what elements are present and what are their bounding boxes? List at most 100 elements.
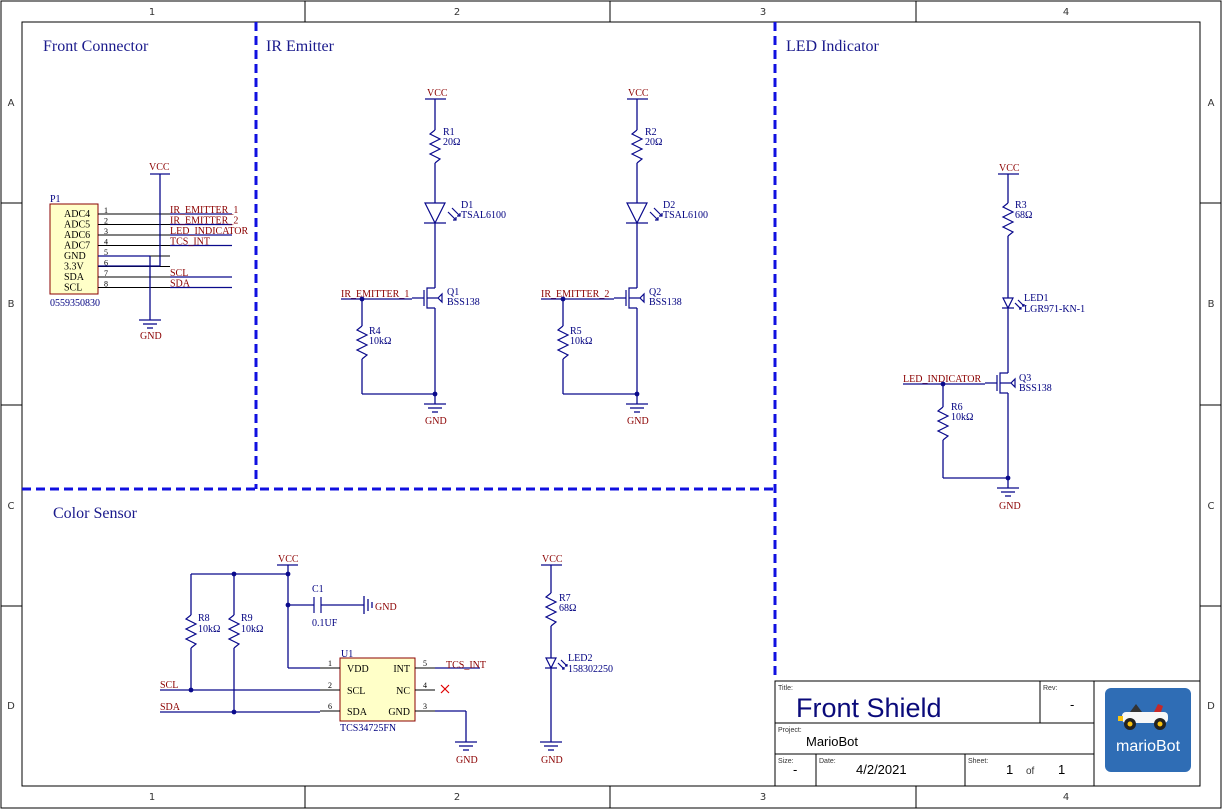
led-net-label: LED_INDICATOR — [903, 374, 981, 385]
r5-value: 10kΩ — [570, 336, 592, 347]
mariobot-logo: marioBot — [1105, 688, 1191, 772]
project-value: MarioBot — [806, 734, 858, 749]
led2-vcc-label: VCC — [542, 554, 563, 565]
u1-part: TCS34725FN — [340, 723, 396, 734]
zone-row-c: C — [8, 501, 15, 512]
p1-pin-name: ADC5 — [64, 220, 90, 231]
r7-resistor — [544, 592, 558, 627]
zone-col-2: 2 — [454, 7, 460, 18]
date-label: Date: — [819, 758, 836, 765]
r9-value: 10kΩ — [241, 624, 263, 635]
r2-resistor — [630, 129, 644, 164]
p1-net-label: TCS_INT — [170, 237, 210, 248]
r4-designator: R4 — [369, 326, 381, 337]
u1-gnd-label: GND — [456, 755, 478, 766]
led1-value: LGR971-KN-1 — [1024, 304, 1085, 315]
cs-scl-net-label: SCL — [160, 680, 178, 691]
zone-labels: 1 2 3 4 1 2 3 4 A B C D A B C D — [7, 7, 1215, 803]
p1-part: 0559350830 — [50, 298, 100, 309]
u1-pin-number: 4 — [423, 681, 427, 690]
q1-designator: Q1 — [447, 287, 459, 298]
sheet-of-label: of — [1026, 766, 1035, 777]
p1-pin-name: SCL — [64, 283, 82, 294]
p1-net-label: SCL — [170, 268, 188, 279]
p1-net-label: IR_EMITTER_2 — [170, 216, 238, 227]
p1-vcc-label: VCC — [149, 162, 170, 173]
r5-designator: R5 — [570, 326, 582, 337]
sheet-total: 1 — [1058, 762, 1065, 777]
u1-pin-name: INT — [393, 664, 410, 675]
q3-designator: Q3 — [1019, 373, 1031, 384]
document-title: Front Shield — [796, 693, 942, 723]
r1-resistor — [428, 129, 442, 164]
led-indicator-circuit: VCC R3 68Ω LED1 LGR971-KN-1 Q3 BSS138 LE… — [903, 163, 1085, 512]
zone-row-a: A — [8, 98, 15, 109]
zone-row-c-right: C — [1208, 501, 1215, 512]
title-label: Title: — [778, 685, 793, 692]
d1-diode — [424, 202, 461, 225]
cs-vcc-label: VCC — [278, 554, 299, 565]
ir2-vcc-label: VCC — [628, 88, 649, 99]
r3-value: 68Ω — [1015, 210, 1032, 221]
r4-resistor — [355, 325, 369, 360]
q3-mosfet — [985, 372, 1016, 394]
r1-designator: R1 — [443, 127, 455, 138]
d2-value: TSAL6100 — [663, 210, 708, 221]
p1-pin-name: 3.3V — [64, 262, 85, 273]
ir-emitter-2: VCC R2 20Ω D2 TSAL6100 Q2 BSS138 IR_EMIT… — [541, 88, 708, 427]
u1-designator: U1 — [341, 649, 353, 660]
r1-value: 20Ω — [443, 137, 460, 148]
u1-pin-number: 1 — [328, 659, 332, 668]
zone-row-a-right: A — [1208, 98, 1215, 109]
robot-car-icon — [1118, 704, 1168, 730]
r6-resistor — [936, 406, 950, 441]
u1-pin-name: NC — [396, 686, 410, 697]
p1-net-label: LED_INDICATOR — [170, 226, 248, 237]
led1-designator: LED1 — [1024, 293, 1048, 304]
p1-pin-number: 3 — [104, 227, 108, 236]
led1-diode — [1002, 297, 1025, 310]
r8-resistor — [184, 614, 198, 649]
r8-value: 10kΩ — [198, 624, 220, 635]
r6-designator: R6 — [951, 402, 963, 413]
size-label: Size: — [778, 758, 794, 765]
r3-resistor — [1001, 202, 1015, 237]
ir1-vcc-label: VCC — [427, 88, 448, 99]
p1-pin-number: 5 — [104, 248, 108, 257]
zone-row-b: B — [8, 299, 15, 310]
led2-value: 158302250 — [568, 664, 613, 675]
zone-col-2-bottom: 2 — [454, 792, 460, 803]
section-title-front-connector: Front Connector — [43, 38, 149, 55]
ir2-gnd-label: GND — [627, 416, 649, 427]
led2-gnd-label: GND — [541, 755, 563, 766]
d2-diode — [626, 202, 663, 225]
q2-designator: Q2 — [649, 287, 661, 298]
section-title-led-indicator: LED Indicator — [786, 38, 880, 55]
u1-pin-number: 3 — [423, 702, 427, 711]
q2-mosfet — [614, 287, 645, 309]
p1-pin-name: GND — [64, 251, 86, 262]
r9-resistor — [227, 614, 241, 649]
p1-net-label: SDA — [170, 279, 191, 290]
p1-gnd-symbol: GND — [98, 255, 162, 342]
sheet-number: 1 — [1006, 762, 1013, 777]
r6-value: 10kΩ — [951, 412, 973, 423]
u1-pin-name: SDA — [347, 707, 368, 718]
zone-col-3-bottom: 3 — [760, 792, 766, 803]
r7-designator: R7 — [559, 593, 571, 604]
p1-pin-number: 8 — [104, 280, 108, 289]
u1-pin-name: GND — [388, 707, 410, 718]
color-sensor-circuit: VCC R8 10kΩ R9 10kΩ C1 0.1UF GND SCL — [160, 554, 397, 715]
p1-net-label: IR_EMITTER_1 — [170, 205, 238, 216]
c1-designator: C1 — [312, 584, 324, 595]
r7-value: 68Ω — [559, 603, 576, 614]
ir2-net-label: IR_EMITTER_2 — [541, 289, 609, 300]
u1-pin-number: 5 — [423, 659, 427, 668]
ir-emitter-1: VCC R1 20Ω D1 TSAL6100 Q1 BSS138 IR_EMIT… — [341, 88, 506, 427]
section-borders — [22, 22, 777, 676]
